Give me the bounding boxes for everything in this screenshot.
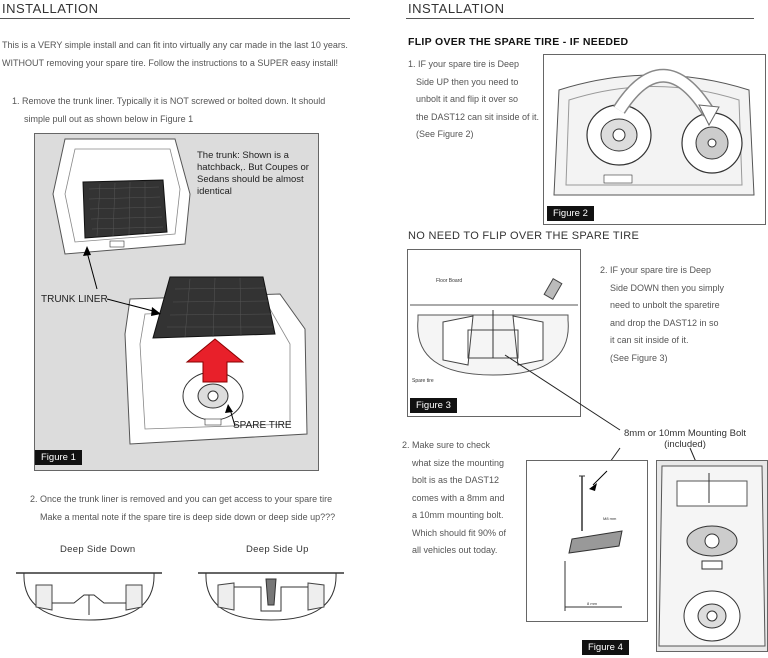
step1-line-1: 1. Remove the trunk liner. Typically it … [12, 96, 326, 106]
no-flip-text: 2. IF your spare tire is Deep Side DOWN … [600, 262, 724, 367]
flip-section-title: FLIP OVER THE SPARE TIRE - IF NEEDED [408, 36, 629, 48]
right-page-header: INSTALLATION [408, 1, 505, 16]
figure3-illustration [410, 278, 578, 376]
step1-line-2: simple pull out as shown below in Figure… [24, 114, 194, 124]
figure3-label: Figure 3 [410, 398, 457, 413]
figure1-note-line-1: The trunk: Shown is a [197, 150, 289, 161]
intro-line-1: This is a VERY simple install and can fi… [2, 40, 348, 50]
figure2-panel: Figure 2 [543, 54, 766, 225]
check-text-line-6: Which should fit 90% of [412, 527, 507, 538]
deep-side-up-diagram [198, 572, 344, 621]
figure2-illustration [553, 68, 755, 196]
deep-side-down-diagram [16, 572, 162, 621]
trunk-liner-label: TRUNK LINER [41, 294, 108, 305]
check-text-line-2: what size the mounting [412, 457, 505, 468]
no-flip-text-line-1: 2. IF your spare tire is Deep [600, 265, 712, 275]
flip-text-line-3: unbolt it and flip it over so [416, 94, 519, 104]
flip-text-line-2: Side UP then you need to [416, 76, 519, 87]
intro-line-2: WITHOUT removing your spare tire. Follow… [2, 58, 338, 68]
no-flip-section-title: NO NEED TO FLIP OVER THE SPARE TIRE [408, 230, 640, 242]
floor-board-label: Floor Board [436, 278, 463, 284]
no-flip-text-line-2: Side DOWN then you simply [610, 282, 725, 293]
flip-text: 1. IF your spare tire is Deep Side UP th… [408, 56, 539, 144]
figure1-note: The trunk: Shown is a hatchback,. But Co… [197, 150, 309, 198]
deep-side-down-label: Deep Side Down [60, 544, 136, 555]
figure3-panel: Floor Board Spare tire Figure 3 [407, 249, 581, 417]
figure4-mm-label-2: 8 mm [587, 601, 597, 606]
bolt-label-line-1: 8mm or 10mm Mounting Bolt [624, 428, 746, 439]
figure1-illustration [52, 138, 308, 445]
flip-text-line-1: 1. IF your spare tire is Deep [408, 59, 520, 69]
flip-text-line-4: the DAST12 can sit inside of it. [416, 111, 540, 122]
check-text-line-3: bolt is as the DAST12 [412, 475, 500, 485]
no-flip-text-line-3: need to unbolt the sparetire [610, 300, 720, 310]
figure1-label: Figure 1 [35, 450, 82, 465]
figure1-note-line-3: Sedans should be almost [197, 174, 304, 185]
figure4-label: Figure 4 [582, 640, 629, 655]
check-text: 2. Make sure to check what size the moun… [402, 437, 506, 560]
figure4-trunk-panel [656, 460, 768, 652]
step2-line-2: Make a mental note if the spare tire is … [40, 512, 336, 522]
right-header-rule [406, 18, 754, 19]
figure1-note-line-4: identical [197, 186, 232, 197]
check-text-line-1: 2. Make sure to check [402, 440, 491, 450]
step2-line-1: 2. Once the trunk liner is removed and y… [30, 494, 333, 504]
figure4-mm-label-1: M8 mm [603, 516, 617, 521]
no-flip-text-line-6: (See Figure 3) [610, 352, 668, 363]
figure3-spare-tire-label: Spare tire [412, 378, 434, 384]
left-page-header: INSTALLATION [2, 1, 99, 16]
check-text-line-4: comes with a 8mm and [412, 492, 505, 503]
left-header-rule [0, 18, 350, 19]
figure4-trunk-illustration [658, 465, 766, 647]
figure2-label: Figure 2 [547, 206, 594, 221]
flip-text-line-5: (See Figure 2) [416, 129, 474, 139]
check-text-line-7: all vehicles out today. [412, 545, 498, 555]
check-text-line-5: a 10mm mounting bolt. [412, 510, 504, 520]
figure1-note-line-2: hatchback,. But Coupes or [197, 162, 309, 173]
figure4-bolt-panel: M8 mm 8 mm [526, 460, 648, 622]
no-flip-text-line-5: it can sit inside of it. [610, 335, 689, 345]
no-flip-text-line-4: and drop the DAST12 in so [610, 317, 719, 328]
deep-side-up-label: Deep Side Up [246, 544, 309, 555]
spare-tire-label: SPARE TIRE [233, 420, 292, 431]
bolt-label: 8mm or 10mm Mounting Bolt (included) [620, 428, 750, 450]
figure1-panel: The trunk: Shown is a hatchback,. But Co… [34, 133, 319, 471]
bolt-label-line-2: (included) [664, 439, 706, 450]
figure4-bolt-illustration [564, 470, 623, 611]
